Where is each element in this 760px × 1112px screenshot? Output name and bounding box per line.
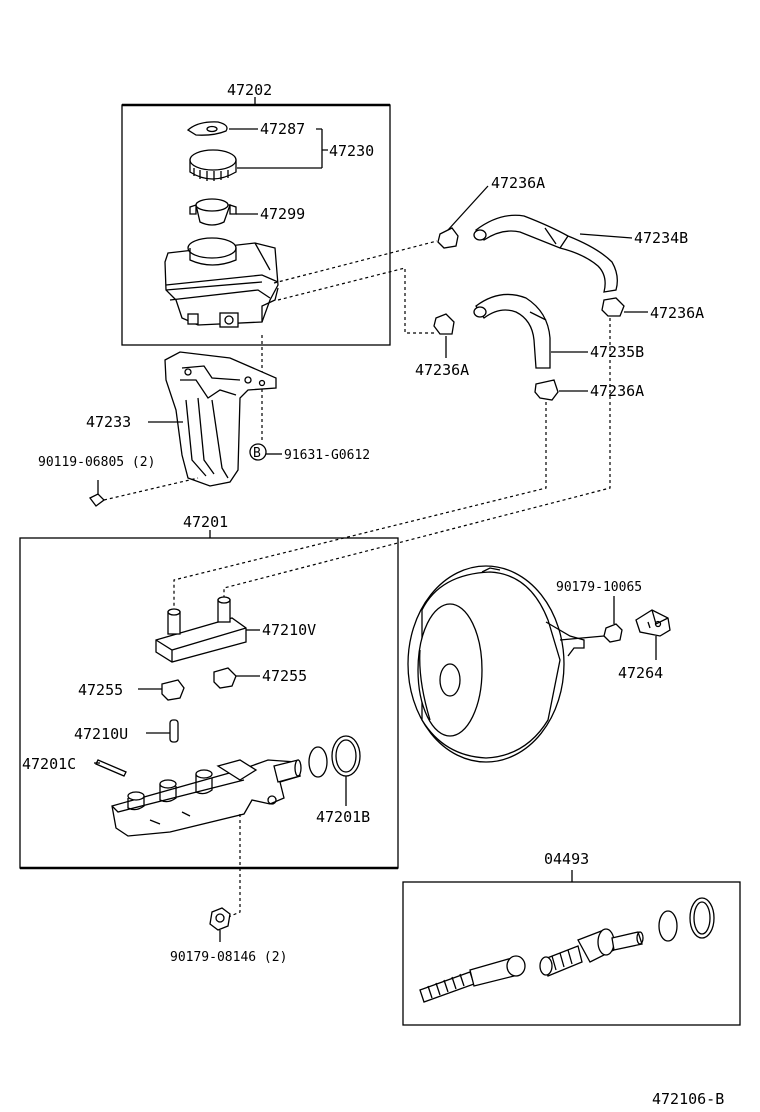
reservoir-tank-part [164,237,279,328]
label-47236a-right: 47236A [650,304,704,322]
strainer-part [189,198,258,226]
master-cylinder-box [19,530,399,870]
kit-piston-secondary-part [419,955,526,1003]
label-47234b: 47234B [634,229,688,247]
booster-nut-part [603,596,623,643]
label-47210v: 47210V [262,621,316,639]
label-47230: 47230 [329,142,374,160]
hose-lower-part [473,293,588,369]
pin-c-part [94,759,127,777]
clip-b-letter: B [253,446,261,461]
o-ring-part [308,735,361,806]
dash-hose-to-master-left [173,402,547,612]
label-91631: 91631-G0612 [284,448,370,463]
dash-hose-to-master-right [223,318,611,602]
reservoir-assy-box [121,97,391,346]
dash-master-to-nut [225,814,241,919]
label-47201b: 47201B [316,808,370,826]
bracket-part [148,351,277,487]
grommet-left-part [138,679,185,701]
label-47235b: 47235B [590,343,644,361]
booster-clevis-part [635,609,671,660]
label-90179-08146: 90179-08146 (2) [170,950,287,965]
grommet-right-part [213,667,260,689]
grommet-plate-part [155,596,260,663]
hose-clamp-right-part [601,297,648,317]
kit-piston-primary-part [539,928,644,977]
label-47255-left: 47255 [78,681,123,699]
dash-reservoir-hose-upper [273,240,438,284]
hose-clamp-left-part [433,313,455,358]
label-47202: 47202 [227,81,272,99]
kit-o-rings-part [658,897,715,942]
label-47255-right: 47255 [262,667,307,685]
label-90179-10065: 90179-10065 [556,580,642,595]
label-90119: 90119-06805 (2) [38,455,155,470]
label-47201c: 47201C [22,755,76,773]
label-04493: 04493 [544,850,589,868]
label-47236a-left: 47236A [415,361,469,379]
label-47264: 47264 [618,664,663,682]
label-47299: 47299 [260,205,305,223]
cap-gasket-part [186,121,258,136]
label-47236a-top: 47236A [491,174,545,192]
hose-clamp-lower-part [534,379,588,401]
label-47287: 47287 [260,120,305,138]
hose-upper-part [473,214,633,293]
figure-number: 472106-B [652,1090,724,1108]
label-47233: 47233 [86,413,131,431]
dash-reservoir-hose-lower [277,267,437,334]
label-47236a-lower: 47236A [590,382,644,400]
hose-clamp-top-part [437,185,489,249]
clip-b-marker: B [249,443,282,461]
label-47210u: 47210U [74,725,128,743]
master-cylinder-body-part [111,759,302,837]
master-nut-part [209,907,231,942]
brake-booster-part [407,565,605,763]
pin-part [146,719,179,743]
repair-kit-box [402,870,741,1026]
bracket-bolt-part [89,477,199,507]
label-47201: 47201 [183,513,228,531]
reservoir-cap-part [189,128,328,181]
